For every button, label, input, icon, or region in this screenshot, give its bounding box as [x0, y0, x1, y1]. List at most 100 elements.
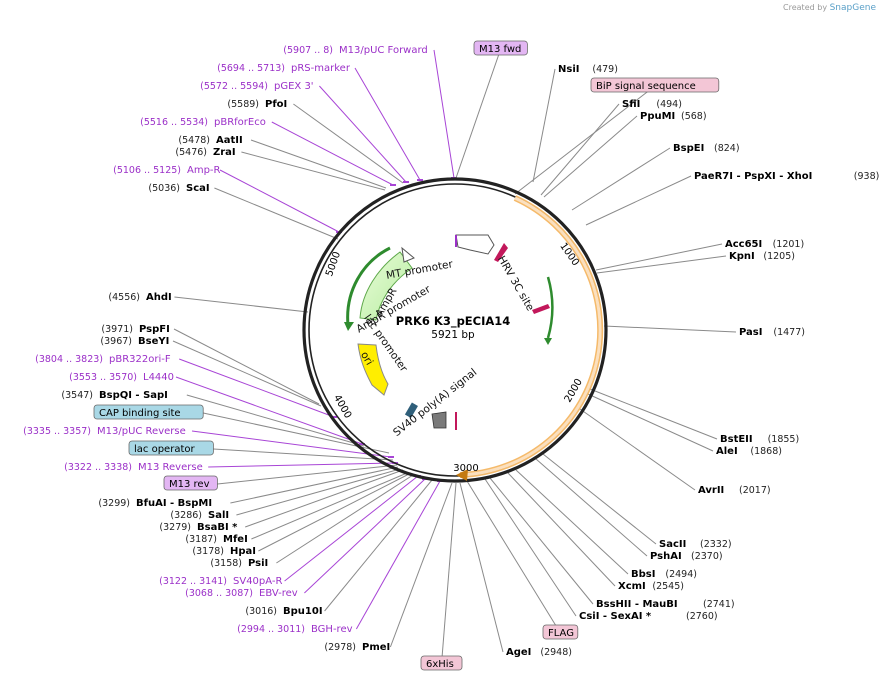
site-name: AatII: [216, 135, 243, 146]
feature-box-label: lac operator: [128, 440, 214, 456]
site-position: (3299): [98, 498, 130, 509]
leader-line: [250, 139, 387, 189]
leader-line: [175, 376, 363, 445]
site-name: SalI: [208, 510, 229, 521]
mt-promoter-arrow: [455, 234, 495, 255]
leader-line: [389, 482, 453, 648]
enzyme-label: (2978)PmeI: [324, 642, 390, 653]
site-position: (3158): [210, 558, 242, 569]
site-position: (3016): [245, 606, 277, 617]
leader-line: [540, 103, 620, 196]
enzyme-label: (3967)BseYI: [100, 336, 169, 347]
site-position: (3971): [101, 324, 133, 335]
box-label-text: CAP binding site: [99, 408, 181, 419]
site-position: (568): [681, 111, 707, 122]
leader-line: [355, 480, 441, 630]
site-position: (3178): [192, 546, 224, 557]
site-name: NsiI: [558, 64, 579, 75]
primer-label: (3804 .. 3823)pBR322ori-F: [35, 354, 171, 365]
box-label-text: 6xHis: [426, 659, 454, 670]
leader-line: [304, 478, 426, 594]
site-name: pBR322ori-F: [109, 354, 171, 365]
primer-label: (3335 .. 3357) M13/pUC Reverse: [23, 426, 186, 437]
site-position: (5476): [175, 147, 207, 158]
enzyme-label: AvrII (2017): [698, 485, 771, 496]
box-label-text: FLAG: [548, 628, 574, 639]
enzyme-label: XcmI(2545): [618, 581, 684, 592]
leader-line: [459, 482, 504, 653]
plasmid-size: 5921 bp: [431, 329, 475, 341]
site-position: (2332): [700, 539, 732, 550]
feature-box-label: BiP signal sequence: [590, 77, 720, 93]
primer-label: (5572 .. 5594)pGEX 3': [200, 81, 313, 92]
leader-line: [542, 453, 657, 545]
site-name: M13 Reverse: [138, 462, 203, 473]
site-name: BstEII: [720, 434, 753, 445]
site-name: AvrII: [698, 485, 724, 496]
enzyme-label: (3187)MfeI: [185, 534, 247, 545]
leader-line: [595, 243, 723, 271]
site-name: BsaBI *: [197, 522, 238, 533]
site-labels: NsiI(479)BiP signal sequenceSfiI(494)Ppu…: [23, 40, 880, 671]
site-name: M13/pUC Reverse: [97, 426, 186, 437]
site-position: (2741): [703, 599, 735, 610]
site-position: (4556): [108, 292, 140, 303]
leader-line: [241, 151, 386, 191]
leader-line: [515, 469, 629, 575]
enzyme-label: BstEII(1855): [720, 434, 799, 445]
leader-line: [433, 49, 455, 179]
leader-line: [441, 482, 457, 665]
site-position: (2948): [540, 647, 572, 658]
enzyme-label: NsiI(479): [558, 64, 618, 75]
feature-box-label: M13 rev: [163, 475, 218, 491]
site-position: (494): [656, 99, 682, 110]
site-name: pBRforEco: [214, 117, 266, 128]
site-position: (5478): [178, 135, 210, 146]
box-background: [128, 440, 214, 456]
leader-lines: [172, 48, 737, 665]
site-position: (1868): [750, 446, 782, 457]
backbone-outer: [302, 177, 608, 483]
leader-line: [276, 474, 414, 564]
feature-box-label: CAP binding site: [93, 404, 204, 420]
primer-label: (5516 .. 5534) pBRforEco: [140, 117, 266, 128]
primer-label: (3322 .. 3338)M13 Reverse: [64, 462, 203, 473]
site-name: XcmI: [618, 581, 646, 592]
enzyme-label: (3299)BfuAI - BspMI: [98, 498, 212, 509]
leader-line: [507, 472, 616, 587]
site-position: (5516 .. 5534): [140, 117, 208, 128]
leader-line: [532, 68, 556, 183]
site-name: EBV-rev: [259, 588, 298, 599]
feature-label: ori: [358, 350, 375, 368]
site-name: pGEX 3': [274, 81, 314, 92]
snapgene-credit: Created by SnapGene: [783, 3, 876, 13]
site-name: PshAI: [650, 551, 682, 562]
ampr-outer-arrowhead: [344, 322, 354, 331]
site-position: (2017): [739, 485, 771, 496]
site-position: (3068 .. 3087): [185, 588, 253, 599]
enzyme-label: SacII(2332): [659, 539, 732, 550]
enzyme-label: (5589)PfoI: [227, 99, 287, 110]
site-position: (938): [854, 171, 880, 182]
ampr-cds: [359, 251, 413, 321]
site-position: (2994 .. 3011): [237, 624, 305, 635]
site-name: BssHII - MauBI: [596, 599, 678, 610]
feature-label: HRV 3C site: [495, 254, 536, 313]
box-label-text: M13 fwd: [479, 44, 521, 55]
site-position: (1205): [763, 251, 795, 262]
box-background: [163, 475, 218, 491]
enzyme-label: (3158)PsiI: [210, 558, 268, 569]
site-name: SV40pA-R: [233, 576, 282, 587]
primer-label: (5907 .. 8)M13/pUC Forward: [283, 45, 427, 56]
enzyme-label: CsiI - SexAI *(2760): [579, 611, 718, 622]
box-background: [420, 655, 463, 671]
tick-label: 3000: [453, 463, 478, 474]
leader-line: [214, 187, 339, 240]
site-position: (3335 .. 3357): [23, 426, 91, 437]
enzyme-label: SfiI(494): [622, 99, 682, 110]
site-position: (2760): [686, 611, 718, 622]
leader-line: [230, 466, 399, 504]
primer-label: (2994 .. 3011)BGH-rev: [237, 624, 352, 635]
leader-line: [174, 296, 309, 313]
enzyme-label: (3016)Bpu10I: [245, 606, 322, 617]
